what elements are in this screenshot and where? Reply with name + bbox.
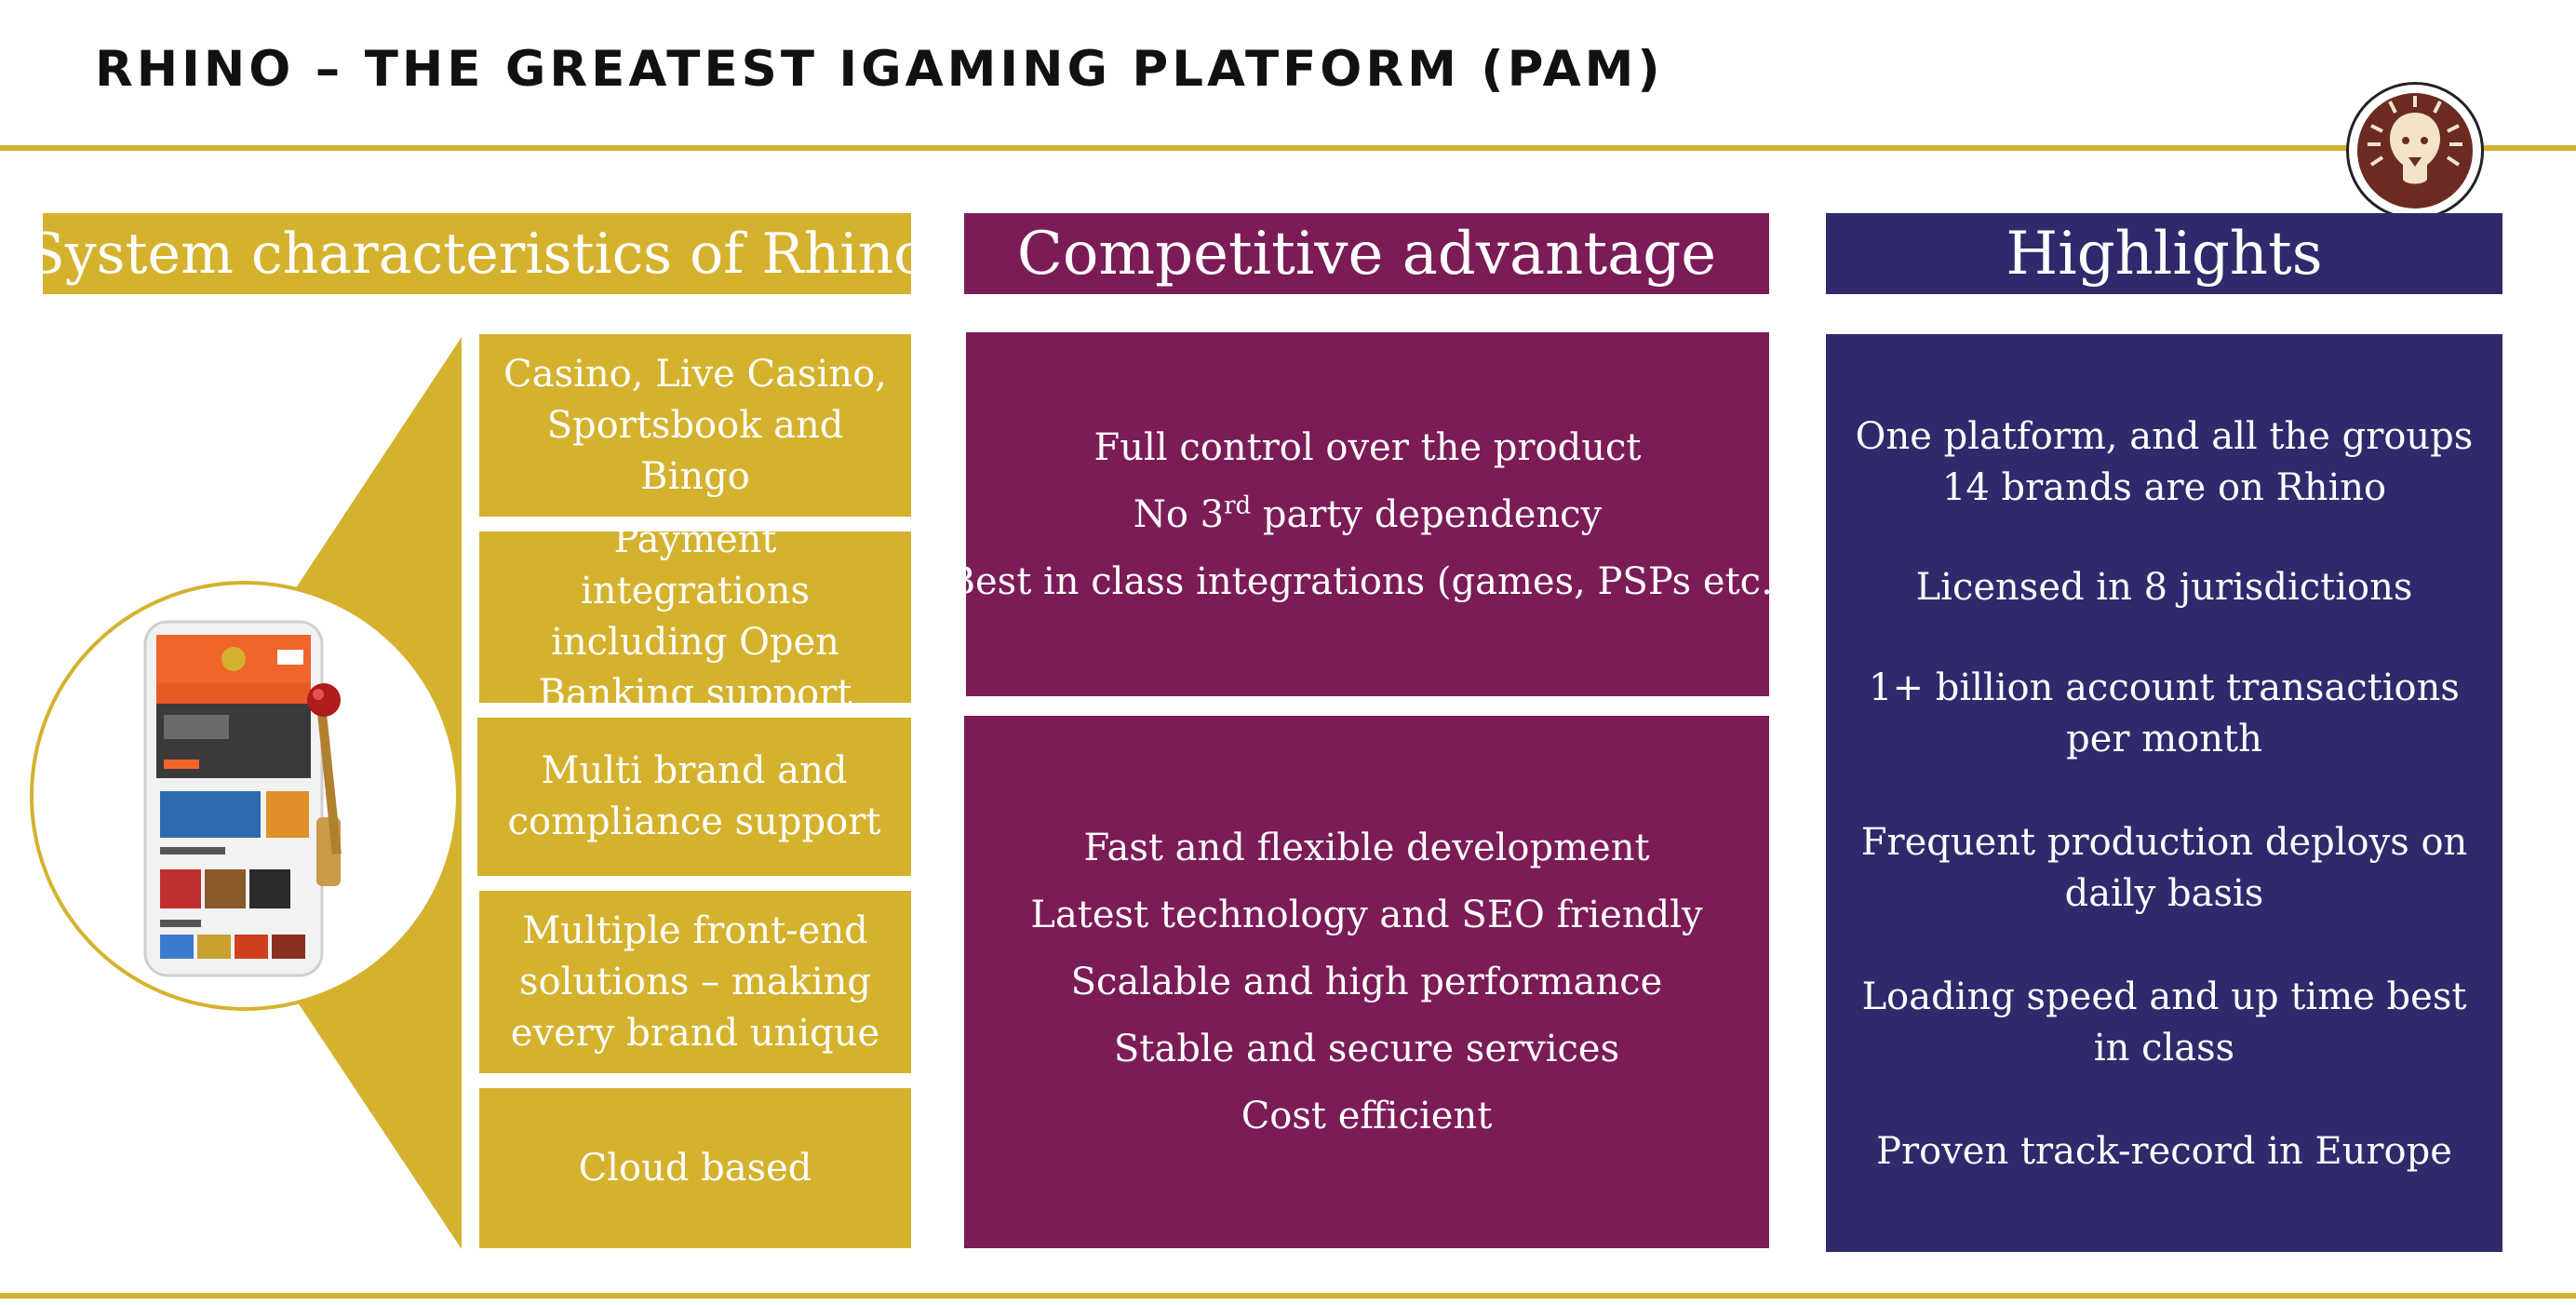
advantage-item: Cost efficient <box>1241 1095 1493 1137</box>
advantage-box-control: Full control over the product No 3rd par… <box>948 332 1787 696</box>
competitive-advantage-header: Competitive advantage <box>964 213 1769 294</box>
highlights-header: Highlights <box>1826 213 2502 294</box>
highlight-item: One platform, and all the groups 14 bran… <box>1855 415 2474 509</box>
advantage-item: No 3rd party dependency <box>1133 491 1603 536</box>
highlight-item: Loading speed and up time best in class <box>1861 975 2467 1070</box>
highlight-item: Licensed in 8 jurisdictions <box>1915 566 2413 609</box>
feature-multi-brand: Multi brand and compliance support <box>477 718 911 876</box>
advantage-item: Full control over the product <box>1093 425 1642 469</box>
feature-payment-integrations: Payment integrations including Open Bank… <box>479 518 911 715</box>
advantage-item: Fast and flexible development <box>1083 827 1650 869</box>
advantage-item: Latest technology and SEO friendly <box>1030 894 1703 936</box>
lion-logo-icon <box>2346 82 2484 220</box>
top-divider <box>0 145 2576 151</box>
highlight-item: Proven track-record in Europe <box>1876 1130 2452 1173</box>
advantage-item: Best in class integrations (games, PSPs … <box>947 559 1788 603</box>
slide-title: RHINO – THE GREATEST IGAMING PLATFORM (P… <box>95 41 1664 98</box>
feature-cloud: Cloud based <box>479 1088 911 1248</box>
highlight-item: Frequent production deploys on daily bas… <box>1860 821 2468 915</box>
advantage-item: Stable and secure services <box>1113 1028 1620 1070</box>
highlight-item: 1+ billion account transactions per mont… <box>1869 666 2460 760</box>
highlights-box: One platform, and all the groups 14 bran… <box>1826 334 2502 1252</box>
bottom-divider <box>0 1293 2576 1298</box>
system-characteristics-header: System characteristics of Rhino <box>27 213 927 294</box>
feature-front-end: Multiple front-end solutions – making ev… <box>479 891 911 1073</box>
feature-casino: Casino, Live Casino, Sportsbook and Bing… <box>479 334 911 517</box>
advantage-box-technology: Fast and flexible development Latest tec… <box>964 716 1769 1248</box>
phone-slot-machine-illustration <box>30 581 460 1011</box>
advantage-item: Scalable and high performance <box>1070 961 1663 1003</box>
